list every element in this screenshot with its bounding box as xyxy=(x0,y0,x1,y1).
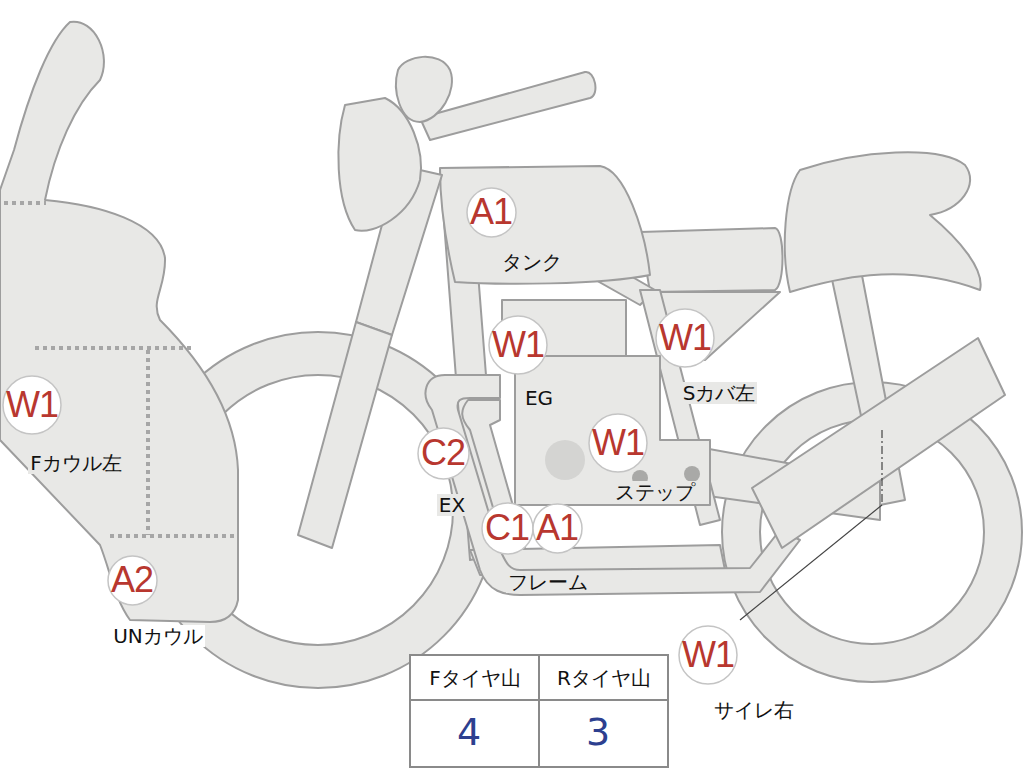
circle-shape xyxy=(679,626,737,684)
circle-shape xyxy=(3,376,61,434)
damage-code: C2 xyxy=(421,435,465,471)
damage-code: W1 xyxy=(492,327,544,363)
damage-code-circle: C2 xyxy=(417,427,470,480)
damage-code-circle: W1 xyxy=(588,413,648,473)
part-name: ステップ xyxy=(613,481,697,503)
fuel-tank xyxy=(440,166,650,284)
engine-cover xyxy=(545,440,585,480)
table-cell: Rタイヤ山 xyxy=(555,667,653,689)
circle-shape xyxy=(533,504,582,553)
part-name: Sカバ左 xyxy=(681,382,758,404)
damage-code-circle: W1 xyxy=(2,375,62,435)
table-cell: Fタイヤ山 xyxy=(427,667,523,689)
table-cell: 3 xyxy=(584,712,612,754)
circle-shape xyxy=(589,414,647,472)
side-cover xyxy=(660,292,780,362)
damage-code-circle: W1 xyxy=(488,315,548,375)
part-name: タンク xyxy=(500,251,564,273)
part-name: EX xyxy=(437,494,467,516)
damage-code: C1 xyxy=(485,510,529,546)
damage-code-circle: A2 xyxy=(107,555,158,606)
circle-shape xyxy=(489,316,547,374)
damage-code: W1 xyxy=(6,387,58,423)
lower-fork xyxy=(298,322,392,548)
part-name: Fカウル左 xyxy=(28,452,124,474)
damage-code-circle: W1 xyxy=(678,625,738,685)
headlight xyxy=(338,98,421,231)
circle-shape xyxy=(467,188,516,237)
tire-table xyxy=(410,655,668,767)
circle-shape xyxy=(656,309,714,367)
damage-code: A1 xyxy=(470,194,512,230)
step-peg xyxy=(684,466,700,482)
damage-code: W1 xyxy=(682,637,734,673)
part-name: UNカウル xyxy=(111,625,205,647)
engine-body xyxy=(515,356,710,505)
leader-line xyxy=(740,430,882,620)
damage-code: A2 xyxy=(111,562,153,598)
mirror xyxy=(396,57,452,122)
damage-code: W1 xyxy=(659,320,711,356)
part-name: サイレ右 xyxy=(712,699,796,721)
damage-code-circle: C1 xyxy=(481,502,534,555)
rear-seat xyxy=(785,152,981,292)
circle-shape xyxy=(108,556,157,605)
cowl-section-lines xyxy=(4,203,236,536)
table-cell: 4 xyxy=(455,712,483,754)
damage-code-circle: W1 xyxy=(655,308,715,368)
damage-code: W1 xyxy=(592,425,644,461)
damage-code-circle: A1 xyxy=(532,503,583,554)
damage-code-circle: A1 xyxy=(466,187,517,238)
part-name: EG xyxy=(523,387,555,409)
front-seat xyxy=(640,228,783,292)
silencer xyxy=(752,338,1005,548)
part-name: フレーム xyxy=(506,571,590,593)
circle-shape xyxy=(418,428,469,479)
front-cowl xyxy=(0,22,238,622)
circle-shape xyxy=(482,503,533,554)
damage-code: A1 xyxy=(536,510,578,546)
exhaust-pipe xyxy=(426,375,800,595)
